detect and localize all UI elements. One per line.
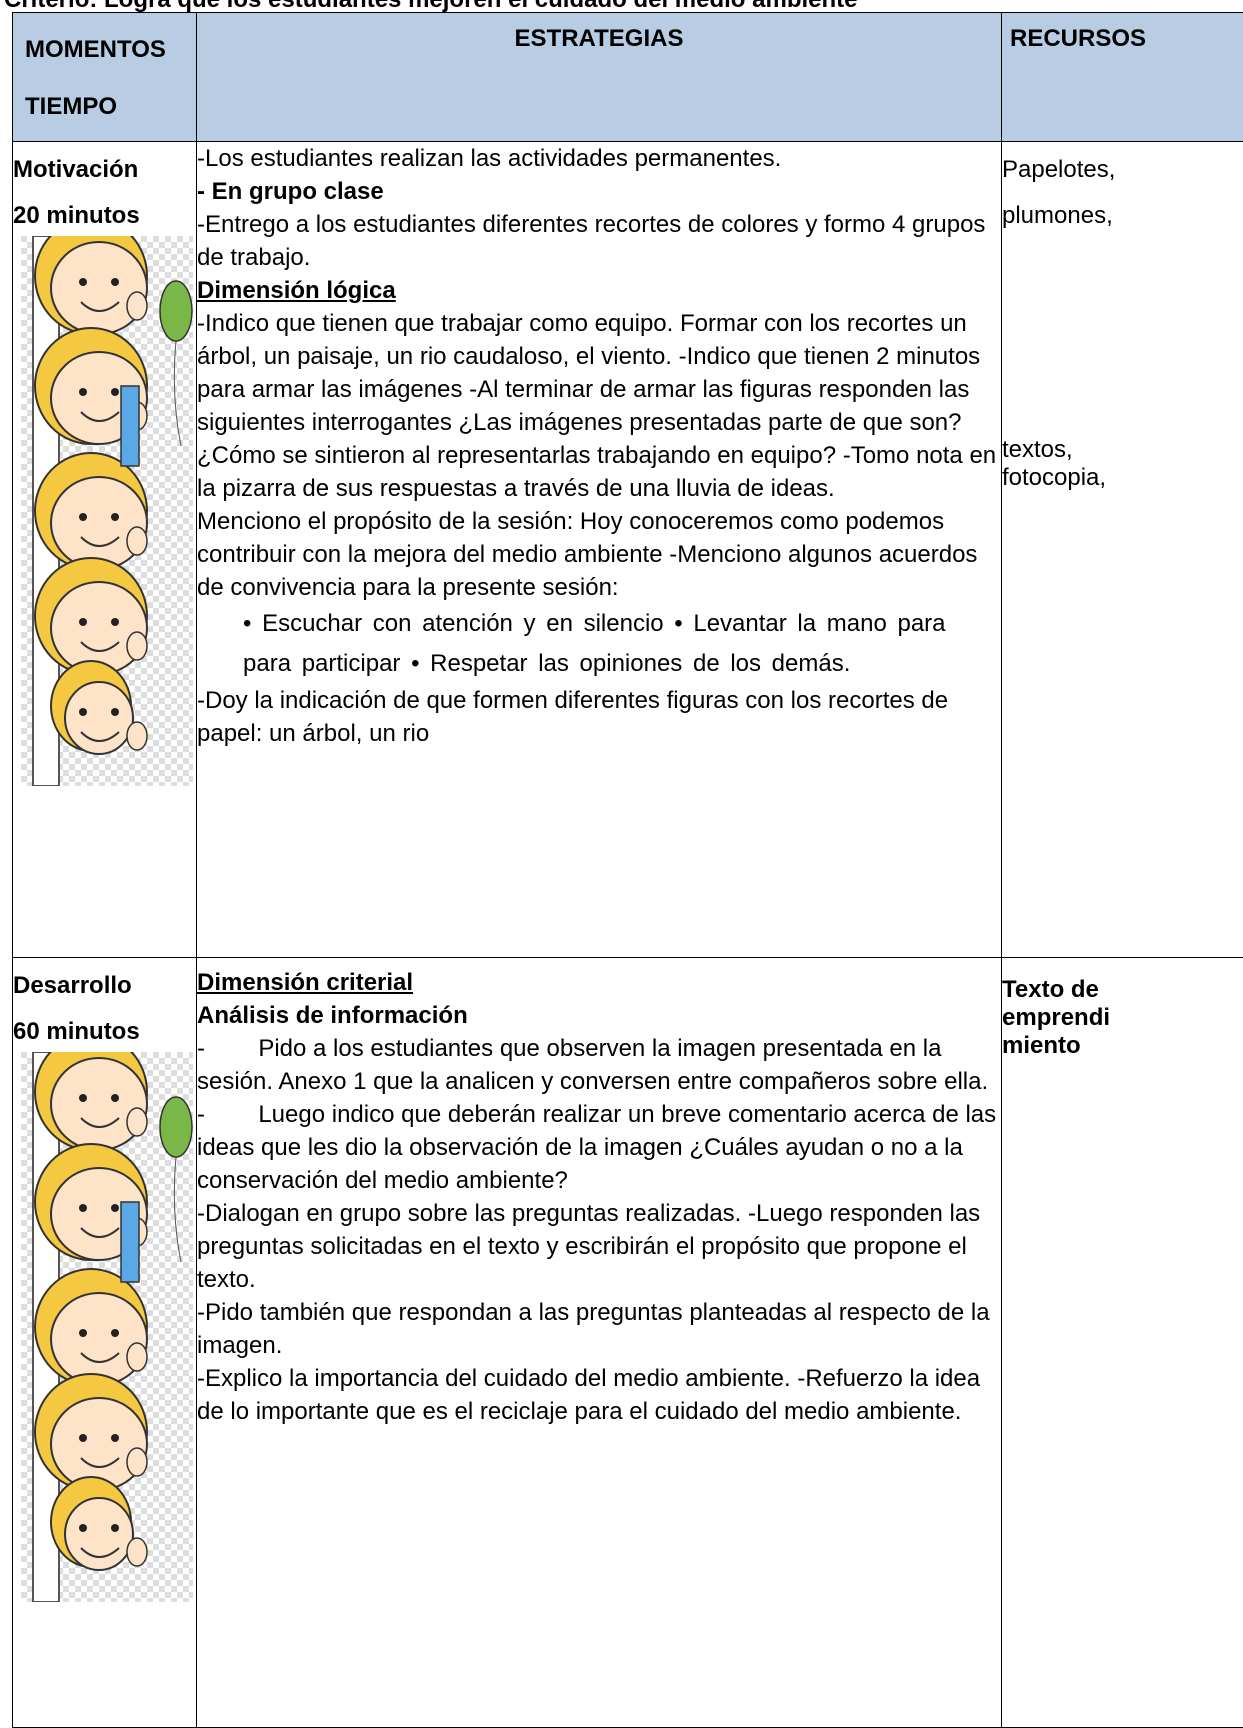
kids-illustration [21,1052,193,1602]
resource-item: textos, [1002,230,1243,464]
header-row: MOMENTOS TIEMPO ESTRATEGIAS RECURSOS [13,13,1243,142]
strategy-dimension-heading: Dimensión lógica [197,274,1001,307]
resource-item: Texto de emprendi miento [1002,958,1142,1060]
strategy-text: Menciono el propósito de la sesión: Hoy … [197,505,1001,604]
header-time-label: TIEMPO [25,78,196,135]
row-motivacion: Motivación 20 minutos [13,142,1243,958]
header-strategies: ESTRATEGIAS [197,13,1002,142]
strategy-subheading: - En grupo clase [197,175,1001,208]
resources-cell: Texto de emprendi miento [1002,958,1243,1728]
header-moments-time: MOMENTOS TIEMPO [13,13,197,142]
resource-item: plumones, [1002,184,1243,230]
header-resources: RECURSOS [1002,13,1243,142]
strategy-text: - Pido a los estudiantes que observen la… [197,1032,1001,1098]
strategy-text: -Explico la importancia del cuidado del … [197,1362,1001,1428]
strategies-cell: -Los estudiantes realizan las actividade… [197,142,1002,958]
strategy-text: -Doy la indicación de que formen diferen… [197,684,1001,750]
moment-cell: Desarrollo 60 minutos [13,958,197,1728]
strategy-text: - Luego indico que deberán realizar un b… [197,1098,1001,1197]
agreements-list: • Escuchar con atención y en silencio • … [197,604,1001,684]
resource-item: fotocopia, [1002,464,1243,492]
kids-illustration [21,236,193,786]
strategy-text: -Entrego a los estudiantes diferentes re… [197,208,1001,274]
row-desarrollo: Desarrollo 60 minutos [13,958,1243,1728]
cut-off-heading-text: Criterio: Logra que los estudiantes mejo… [4,0,858,12]
cut-off-heading: Criterio: Logra que los estudiantes mejo… [0,0,1243,12]
header-moments-label: MOMENTOS [25,21,196,78]
resources-cell: Papelotes, plumones, textos, fotocopia, [1002,142,1243,958]
moment-cell: Motivación 20 minutos [13,142,197,958]
moment-time: 60 minutos [13,1000,196,1046]
session-plan-table: MOMENTOS TIEMPO ESTRATEGIAS RECURSOS Mot… [12,12,1243,1728]
strategy-text: -Indico que tienen que trabajar como equ… [197,307,1001,505]
strategies-cell: Dimensión criterial Análisis de informac… [197,958,1002,1728]
strategy-text: -Los estudiantes realizan las actividade… [197,142,1001,175]
resource-item: Papelotes, [1002,142,1243,184]
moment-time: 20 minutos [13,184,196,230]
strategy-text: -Dialogan en grupo sobre las preguntas r… [197,1197,1001,1296]
moment-name: Motivación [13,142,196,184]
moment-name: Desarrollo [13,958,196,1000]
strategy-subheading: Análisis de información [197,999,1001,1032]
strategy-dimension-heading: Dimensión criterial [197,958,1001,999]
strategy-text: -Pido también que respondan a las pregun… [197,1296,1001,1362]
